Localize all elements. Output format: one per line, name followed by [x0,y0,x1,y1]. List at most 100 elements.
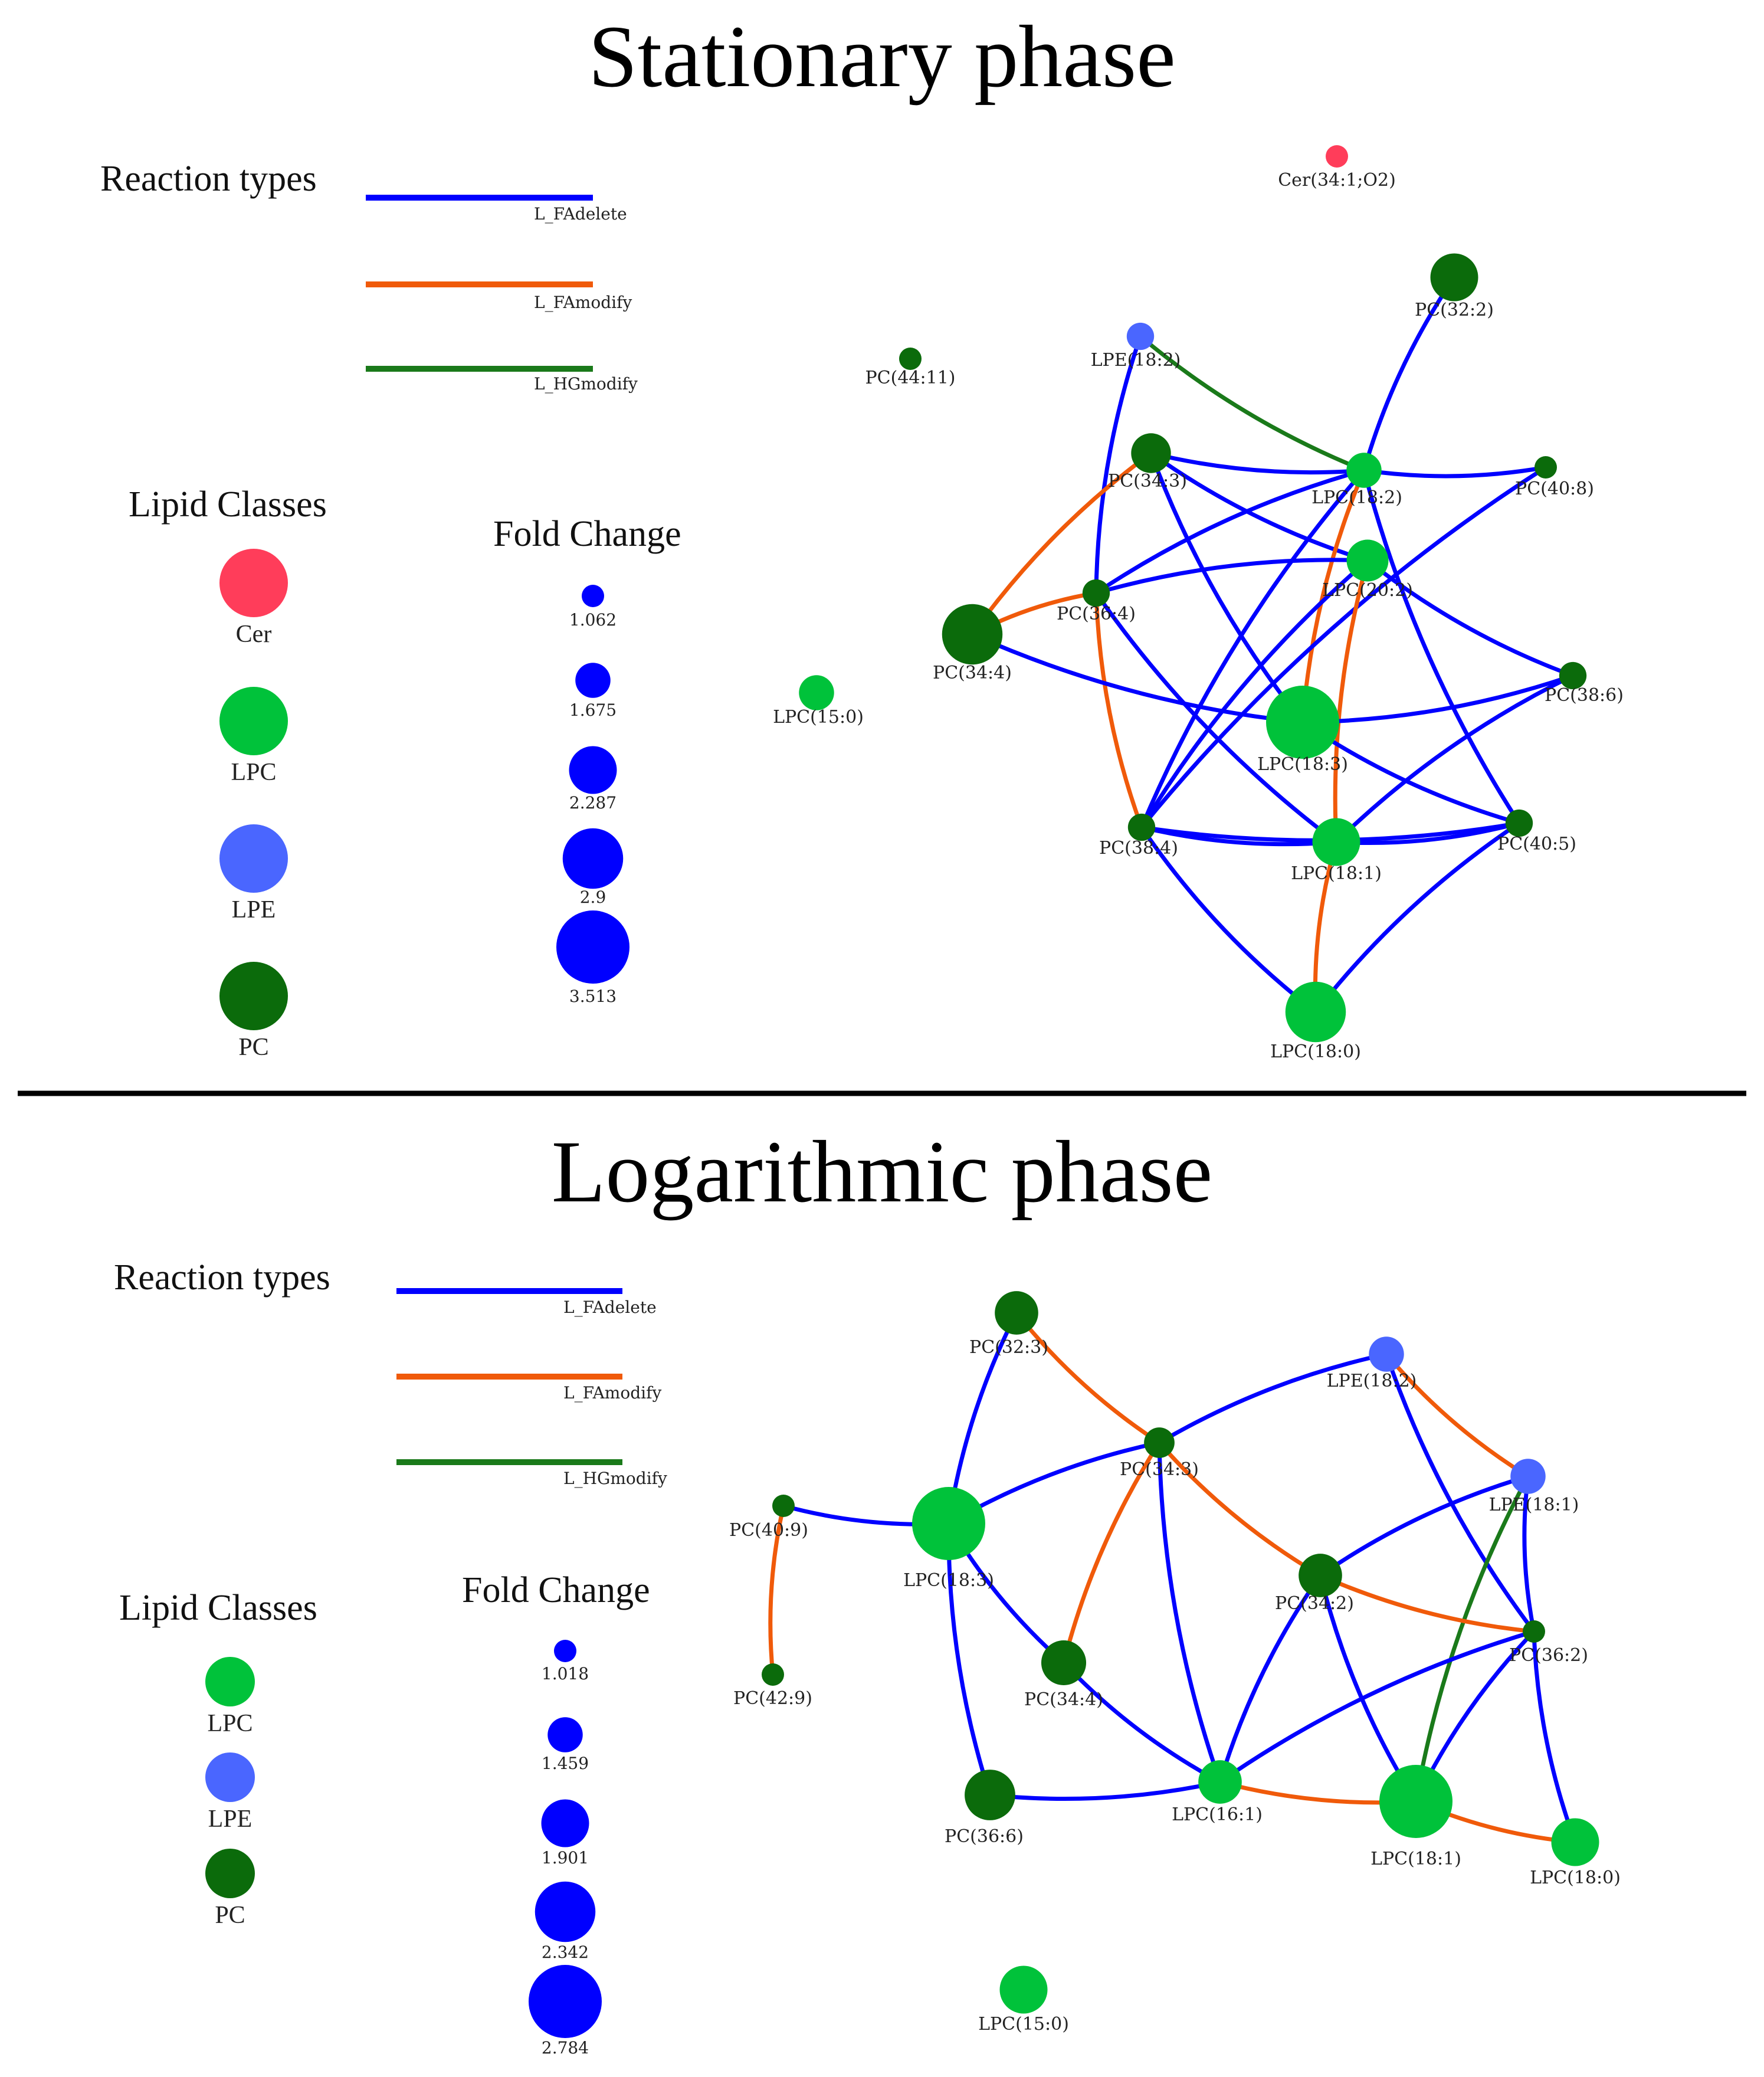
node-lpc-16-1 [1198,1760,1242,1804]
legend-swatch-lpe-logarithmic [205,1752,255,1802]
fold-change-value-3-stationary: 2.287 [569,793,617,813]
legend-class-label-lpc-stationary: LPC [231,759,276,786]
edge-lpc-20-2-pc-38-6 [1366,559,1574,678]
legend-class-label-lpe-logarithmic: LPE [208,1806,253,1833]
edge-pc-40-5-lpc-18-0 [1314,821,1520,1014]
edge-pc-34-3-lpc-18-3 [1149,452,1304,724]
legend-label-l-hgmodify-logarithmic: L_HGmodify [563,1469,667,1488]
fold-change-label-logarithmic: Fold Change [462,1570,650,1610]
node-lpc-18-3 [912,1487,985,1560]
edge-pc-36-6-lpc-16-1 [989,1780,1221,1801]
node-pc-40-8 [1535,456,1557,479]
node-pc-40-9 [772,1495,795,1517]
edge-lpc-18-3-pc-38-6 [1302,673,1574,725]
node-pc-38-6 [1559,661,1587,690]
fold-change-circle-3-stationary [569,746,617,794]
edge-lpc-18-1-pc-40-5 [1336,821,1520,846]
legend-class-label-pc-logarithmic: PC [215,1902,245,1929]
edge-pc-32-2-lpc-18-2 [1362,276,1456,471]
panel-title-logarithmic: Logarithmic phase [551,1123,1213,1221]
edge-pc-36-2-lpc-18-0 [1532,1631,1578,1843]
edge-lpc-18-2-pc-38-4 [1139,469,1366,828]
edge-pc-36-4-lpc-18-1 [1094,591,1338,844]
legend-swatch-pc-logarithmic [205,1849,255,1898]
node-lpc-18-2 [1346,453,1382,488]
fold-change-circle-5-stationary [556,910,629,984]
legend-class-label-lpc-logarithmic: LPC [207,1710,253,1737]
lipid-classes-label-logarithmic: Lipid Classes [119,1588,317,1628]
fold-change-value-1-stationary: 1.062 [569,610,617,630]
fold-change-circle-5-logarithmic [529,1965,602,2038]
fold-change-label-stationary: Fold Change [493,514,681,554]
node-pc-44-11 [899,348,922,370]
panel-title-stationary: Stationary phase [588,8,1176,106]
legend-label-l-famodify-stationary: L_FAmodify [534,293,632,312]
node-label-lpe-18-2: LPE(18:2) [1091,350,1181,371]
edge-pc-34-3-pc-34-4 [970,451,1153,636]
edge-lpc-20-2-lpc-18-1 [1333,560,1370,843]
node-lpc-15-0 [799,675,834,710]
node-pc-38-4 [1127,813,1156,841]
node-label-pc-44-11: PC(44:11) [865,368,955,388]
node-label-lpc-16-1: LPC(16:1) [1172,1804,1263,1825]
edge-pc-34-3-lpc-16-1 [1157,1442,1222,1783]
edge-pc-34-2-lpc-16-1 [1218,1574,1322,1783]
fold-change-value-3-logarithmic: 1.901 [542,1848,589,1868]
edge-lpc-18-3-pc-36-6 [946,1523,992,1796]
edge-pc-32-3-pc-34-3 [1015,1311,1160,1444]
fold-change-value-2-stationary: 1.675 [569,700,617,720]
node-lpc-18-1 [1312,818,1360,866]
fold-change-value-5-logarithmic: 2.784 [542,2038,589,2058]
node-label-pc-38-4: PC(38:4) [1099,838,1178,859]
node-label-pc-40-5: PC(40:5) [1497,834,1576,854]
nodes-layer: Cer(34:1;O2)PC(32:2)LPE(18:2)PC(44:11)PC… [729,145,1624,2035]
node-lpc-18-0 [1285,981,1346,1043]
legend-swatch-lpc-logarithmic [205,1657,255,1706]
fold-change-value-1-logarithmic: 1.018 [542,1664,589,1683]
edge-lpe-18-2-pc-36-2 [1384,1353,1536,1633]
edge-lpe-18-2-pc-34-3 [1158,1352,1387,1445]
edge-lpc-18-2-pc-40-5 [1362,470,1521,824]
node-label-lpc-18-0: LPC(18:0) [1270,1041,1361,1062]
edge-lpe-18-2-lpc-18-2 [1139,335,1365,473]
edge-lpe-18-2-pc-36-4 [1094,335,1143,594]
node-label-pc-36-4: PC(36:4) [1057,604,1136,624]
node-label-pc-34-3: PC(34:3) [1108,471,1187,492]
node-label-lpc-15-0: LPC(15:0) [773,707,864,728]
node-label-pc-38-6: PC(38:6) [1545,685,1624,706]
node-label-lpc-15-0: LPC(15:0) [978,2014,1069,2035]
node-label-pc-34-4: PC(34:4) [933,663,1012,683]
legend-class-label-pc-stationary: PC [238,1034,268,1061]
node-pc-42-9 [762,1663,784,1686]
node-lpc-20-2 [1346,539,1389,582]
edge-pc-40-8-pc-38-4 [1140,466,1547,829]
edge-pc-34-3-pc-34-4 [1061,1442,1161,1663]
legend-swatch-lpe-stationary [219,824,288,893]
legend-swatch-pc-stationary [219,962,288,1030]
node-lpc-15-0 [999,1965,1048,2014]
legend-label-l-famodify-logarithmic: L_FAmodify [563,1383,661,1403]
edge-pc-36-2-lpc-16-1 [1219,1629,1535,1784]
fold-change-circle-1-logarithmic [554,1640,576,1662]
node-lpe-18-1 [1510,1459,1546,1494]
node-pc-40-5 [1505,809,1533,837]
fold-change-value-5-stationary: 3.513 [569,987,617,1006]
node-pc-34-3 [1144,1427,1175,1458]
legend-class-label-cer-stationary: Cer [236,621,272,648]
edge-lpe-18-1-pc-36-2 [1522,1476,1536,1632]
node-label-lpc-18-3: LPC(18:3) [903,1570,994,1591]
fold-change-circle-2-logarithmic [547,1717,583,1752]
edge-pc-36-4-pc-38-4 [1094,592,1144,828]
node-lpc-18-3 [1266,686,1339,759]
legend-label-l-fadelete-stationary: L_FAdelete [534,204,627,224]
edge-pc-34-3-lpc-18-2 [1150,451,1365,475]
node-lpc-18-0 [1551,1818,1599,1866]
node-pc-36-2 [1523,1620,1545,1643]
edge-pc-34-4-lpc-16-1 [1062,1661,1221,1784]
node-label-lpc-20-2: LPC(20:2) [1322,580,1413,601]
fold-change-circle-4-stationary [562,828,624,889]
node-pc-36-6 [965,1770,1015,1820]
reaction-types-label-stationary: Reaction types [100,159,317,199]
node-pc-34-4 [1041,1640,1087,1686]
